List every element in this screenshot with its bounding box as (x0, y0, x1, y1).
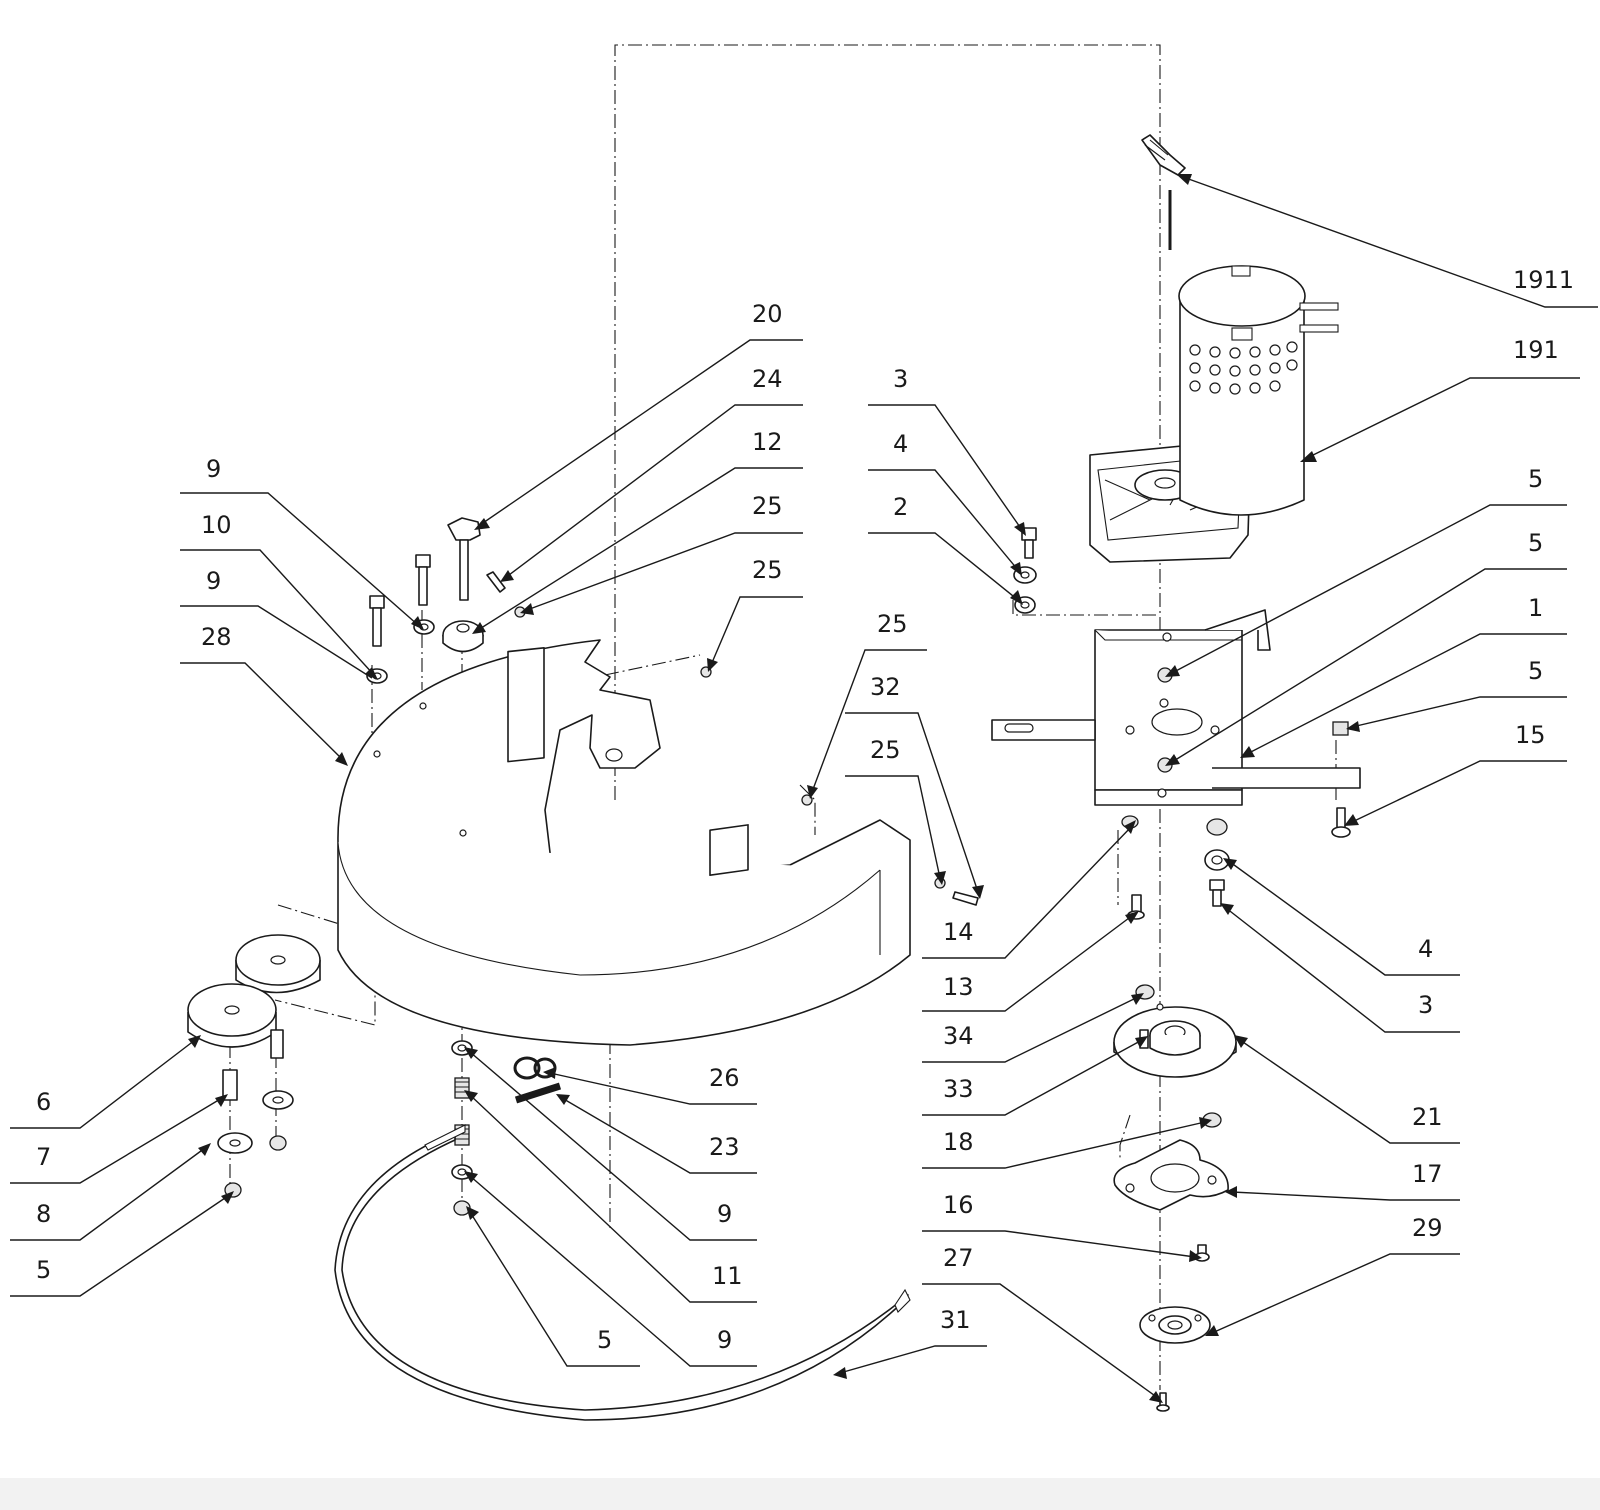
callout-9: 9 (206, 455, 221, 483)
callout-10: 10 (201, 511, 232, 539)
callout-5: 5 (36, 1256, 51, 1284)
callout-4: 4 (893, 430, 908, 458)
callout-17: 17 (1412, 1160, 1443, 1188)
callout-5: 5 (597, 1326, 612, 1354)
callout-labels: 1911 191 20 24 12 25 25 25 25 32 3 4 2 9… (36, 266, 1574, 1354)
callout-5: 5 (1528, 465, 1543, 493)
callout-6: 6 (36, 1088, 51, 1116)
callout-9: 9 (206, 567, 221, 595)
callout-12: 12 (752, 428, 783, 456)
callout-1: 1 (1528, 594, 1543, 622)
callout-7: 7 (36, 1143, 51, 1171)
callout-25: 25 (752, 492, 783, 520)
callout-20: 20 (752, 300, 783, 328)
callout-26: 26 (709, 1064, 740, 1092)
callout-13: 13 (943, 973, 974, 1001)
callout-4: 4 (1418, 935, 1433, 963)
callout-15: 15 (1515, 721, 1546, 749)
callout-23: 23 (709, 1133, 740, 1161)
callout-9: 9 (717, 1326, 732, 1354)
callout-31: 31 (940, 1306, 971, 1334)
callout-11: 11 (712, 1262, 743, 1290)
callout-25: 25 (877, 610, 908, 638)
callout-8: 8 (36, 1200, 51, 1228)
callout-34: 34 (943, 1022, 974, 1050)
wheels (187, 934, 321, 1198)
bottom-strip (0, 1478, 1600, 1510)
motor-vent-holes (1189, 341, 1298, 395)
callout-5: 5 (1528, 657, 1543, 685)
callout-25: 25 (752, 556, 783, 584)
callout-2: 2 (893, 493, 908, 521)
callout-24: 24 (752, 365, 783, 393)
callout-3: 3 (893, 365, 908, 393)
motor-assembly (1089, 134, 1339, 563)
callout-14: 14 (943, 918, 974, 946)
callout-9: 9 (717, 1200, 732, 1228)
callout-18: 18 (943, 1128, 974, 1156)
brush-skirt (334, 1124, 911, 1421)
drive-coupling (1113, 984, 1237, 1412)
mounting-bracket (991, 609, 1361, 806)
callout-191: 191 (1513, 336, 1559, 364)
callout-32: 32 (870, 673, 901, 701)
exploded-parts-diagram: 1911 191 20 24 12 25 25 25 25 32 3 4 2 9… (10, 44, 1598, 1421)
callout-3: 3 (1418, 991, 1433, 1019)
callout-28: 28 (201, 623, 232, 651)
callout-5: 5 (1528, 529, 1543, 557)
callout-27: 27 (943, 1244, 974, 1272)
callout-33: 33 (943, 1075, 974, 1103)
callout-29: 29 (1412, 1214, 1443, 1242)
callout-25: 25 (870, 736, 901, 764)
callout-1911: 1911 (1513, 266, 1574, 294)
hood-housing (337, 517, 979, 1046)
callout-21: 21 (1412, 1103, 1443, 1131)
callout-16: 16 (943, 1191, 974, 1219)
callout-leaders (10, 174, 1598, 1403)
